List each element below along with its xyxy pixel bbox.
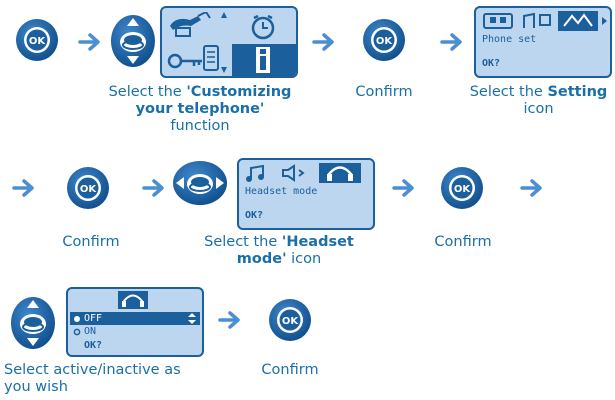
ok-button[interactable] (440, 166, 484, 210)
radio-unselected-icon (73, 328, 81, 336)
caption-select-setting: Select the Setting icon (469, 84, 608, 117)
lcd-option-on[interactable]: ON (84, 326, 97, 337)
scroll-down-icon (221, 67, 227, 73)
caption-confirm: Confirm (434, 234, 492, 250)
ok-button[interactable] (66, 166, 110, 210)
caption-select-headset-mode: Select the 'Headset mode' icon (204, 234, 354, 267)
up-down-arrows-icon (188, 313, 196, 324)
scroll-up-icon (221, 12, 227, 18)
caption-confirm: Confirm (62, 234, 120, 250)
lcd-line-phone-set: Phone set (482, 34, 537, 45)
navigator-up-down-button[interactable] (10, 296, 56, 350)
arrow-right-icon (520, 178, 544, 198)
arrow-right-icon (218, 310, 242, 330)
arrow-right-icon (12, 178, 36, 198)
customize-telephone-icon (170, 12, 211, 37)
lcd-option-selected-bar (70, 312, 200, 325)
navigator-left-right-button[interactable] (172, 160, 228, 206)
lcd-prompt-ok: OK? (245, 210, 264, 221)
lcd-display-customize (160, 6, 298, 78)
lcd-display-headset: Headset mode OK? (237, 158, 375, 230)
lcd-display-on-off: OFF ON OK? (66, 287, 204, 357)
setting-icons-bar (483, 11, 607, 31)
lcd-display-setting: Phone set OK? (474, 6, 612, 78)
headset-icon (118, 291, 148, 309)
caption-confirm: Confirm (355, 84, 413, 100)
key-phone-icon (167, 45, 219, 71)
lcd-option-off[interactable]: OFF (84, 313, 103, 324)
lcd-line-headset-mode: Headset mode (245, 186, 318, 197)
arrow-right-icon (392, 178, 416, 198)
caption-confirm: Confirm (261, 362, 319, 378)
radio-selected-icon (74, 316, 80, 322)
navigator-up-down-button[interactable] (110, 14, 156, 68)
caption-select-customizing: Select the 'Customizing your telephone' … (108, 84, 292, 134)
arrow-right-icon (142, 178, 166, 198)
lcd-prompt-ok: OK? (84, 340, 103, 351)
arrow-right-icon (78, 32, 102, 52)
caption-select-active-inactive: Select active/inactive as you wish (4, 362, 181, 395)
arrow-right-icon (440, 32, 464, 52)
lcd-prompt-ok: OK? (482, 58, 501, 69)
ok-button[interactable] (15, 18, 59, 62)
information-icon (232, 44, 296, 76)
arrow-right-icon (312, 32, 336, 52)
ok-button[interactable] (362, 18, 406, 62)
audio-icons-bar (246, 163, 361, 183)
ok-button[interactable] (268, 298, 312, 342)
alarm-clock-icon (251, 14, 275, 40)
